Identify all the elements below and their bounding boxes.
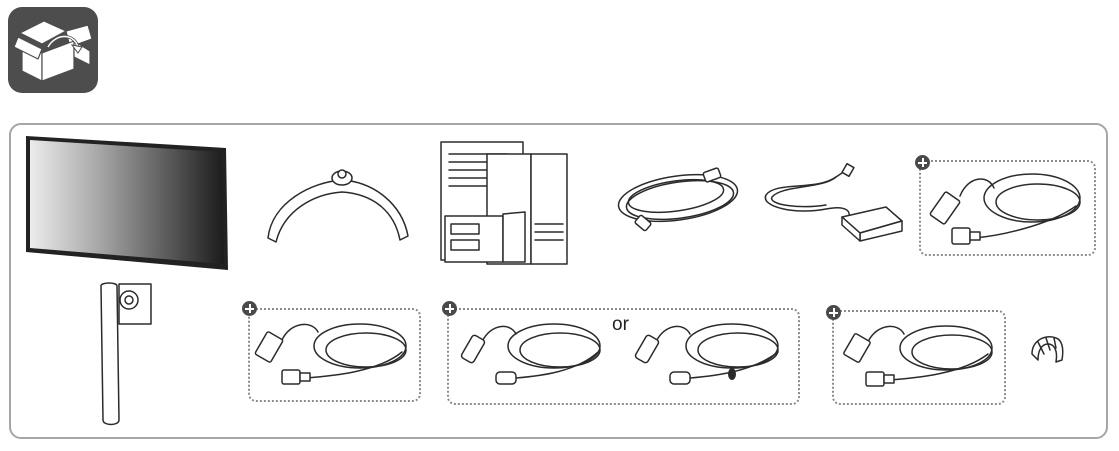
usb-c-cable-icon <box>460 323 601 385</box>
power-cord-icon <box>617 167 739 232</box>
usb-c-cable-icon <box>634 323 779 385</box>
optional-usb-cable-box <box>832 310 1006 405</box>
usb-cable-icon <box>843 325 993 387</box>
optional-usb-c-cables-box <box>447 308 800 405</box>
cable-holder-icon <box>1031 336 1064 363</box>
components-panel <box>9 123 1108 439</box>
monitor-icon <box>26 136 228 270</box>
open-box-icon <box>13 20 93 82</box>
hdmi-cable-icon <box>254 323 407 385</box>
stand-body-icon <box>100 282 152 426</box>
adapter-icon <box>764 162 903 242</box>
plus-icon <box>915 155 930 170</box>
stand-base-icon <box>267 169 409 243</box>
displayport-cable-icon <box>929 173 1081 245</box>
documents-icon <box>440 141 568 265</box>
plus-icon <box>826 305 841 320</box>
optional-displayport-cable-box <box>919 160 1096 256</box>
optional-hdmi-cable-box <box>248 308 421 402</box>
plus-icon <box>442 301 457 316</box>
plus-icon <box>242 301 257 316</box>
unboxing-badge <box>8 7 98 93</box>
alternative-separator: or <box>612 314 629 335</box>
